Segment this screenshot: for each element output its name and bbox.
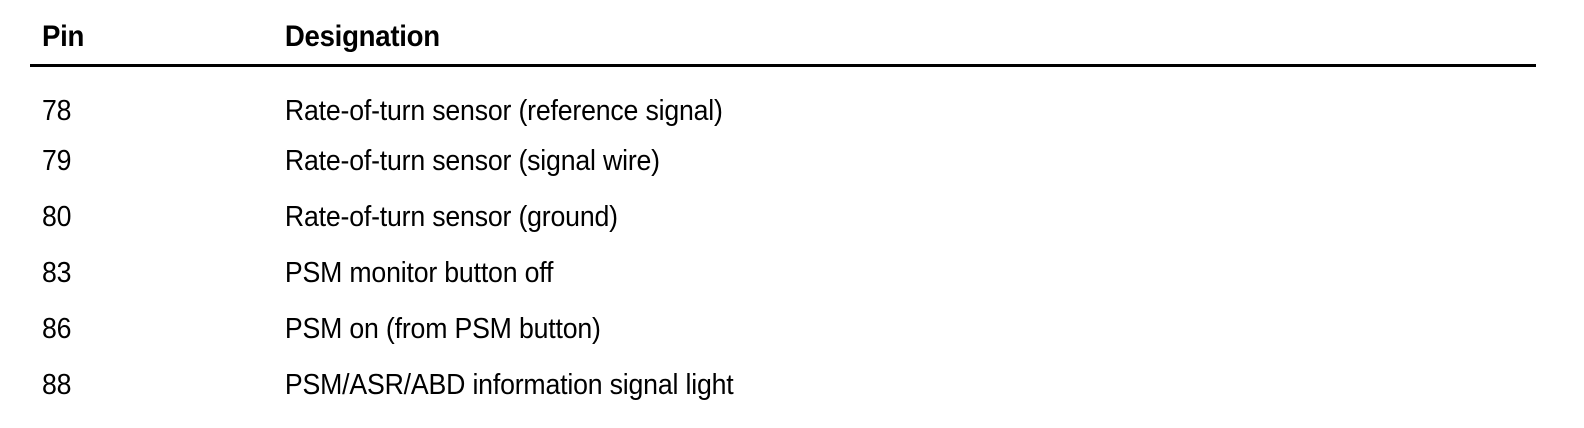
table-row: 78 Rate-of-turn sensor (reference signal… xyxy=(30,67,1536,133)
header-row: Pin Designation xyxy=(30,0,1536,64)
cell-pin: 86 xyxy=(30,301,272,357)
table-row: 86 PSM on (from PSM button) xyxy=(30,301,1536,357)
pin-value: 83 xyxy=(41,257,72,289)
cell-pin: 88 xyxy=(30,357,272,413)
table-row: 80 Rate-of-turn sensor (ground) xyxy=(30,189,1536,245)
column-header-designation: Designation xyxy=(272,0,1435,64)
cell-designation: Rate-of-turn sensor (ground) xyxy=(272,189,1536,245)
pin-designation-table: Pin Designation 78 Rate-of-turn sensor (… xyxy=(30,0,1536,413)
cell-designation: Rate-of-turn sensor (signal wire) xyxy=(272,133,1536,189)
designation-value: Rate-of-turn sensor (ground) xyxy=(284,201,618,233)
designation-value: Rate-of-turn sensor (signal wire) xyxy=(284,145,660,177)
cell-designation: PSM on (from PSM button) xyxy=(272,301,1536,357)
table-row: 83 PSM monitor button off xyxy=(30,245,1536,301)
cell-designation: PSM/ASR/ABD information signal light xyxy=(272,357,1536,413)
cell-pin: 80 xyxy=(30,189,272,245)
pin-value: 78 xyxy=(41,95,72,127)
cell-designation: PSM monitor button off xyxy=(272,245,1536,301)
column-header-pin-label: Pin xyxy=(41,20,85,53)
cell-designation: Rate-of-turn sensor (reference signal) xyxy=(272,67,1536,133)
table-row: 79 Rate-of-turn sensor (signal wire) xyxy=(30,133,1536,189)
designation-value: PSM/ASR/ABD information signal light xyxy=(284,369,734,401)
table-row: 88 PSM/ASR/ABD information signal light xyxy=(30,357,1536,413)
table-header: Pin Designation xyxy=(30,0,1536,67)
designation-value: PSM monitor button off xyxy=(284,257,554,289)
designation-value: Rate-of-turn sensor (reference signal) xyxy=(284,95,723,127)
pin-value: 79 xyxy=(41,145,72,177)
pin-value: 86 xyxy=(41,313,72,345)
cell-pin: 78 xyxy=(30,67,272,133)
pin-value: 88 xyxy=(41,369,72,401)
cell-pin: 83 xyxy=(30,245,272,301)
column-header-designation-label: Designation xyxy=(284,20,440,53)
cell-pin: 79 xyxy=(30,133,272,189)
header-rule-row xyxy=(30,64,1536,67)
designation-value: PSM on (from PSM button) xyxy=(284,313,601,345)
pin-value: 80 xyxy=(41,201,72,233)
header-rule-cell xyxy=(30,64,1536,67)
column-header-pin: Pin xyxy=(30,0,253,64)
table-body: 78 Rate-of-turn sensor (reference signal… xyxy=(30,67,1536,413)
header-divider xyxy=(30,64,1536,67)
